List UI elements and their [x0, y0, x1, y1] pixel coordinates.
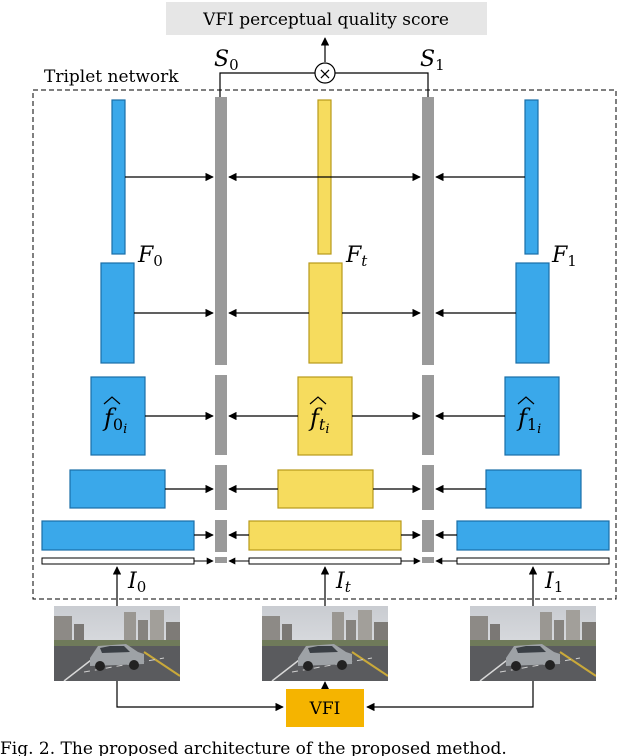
gray-bar-left [215, 97, 227, 563]
triplet-network-box [32, 89, 617, 600]
right-block-3 [504, 376, 560, 456]
left-block-5 [41, 520, 195, 551]
middle-block-2 [308, 262, 343, 364]
f0-label: F0 [137, 243, 163, 270]
vfi-label: VFI [309, 699, 341, 719]
multiply-symbol: × [318, 64, 331, 83]
frame-it-image [262, 606, 388, 681]
left-column [41, 99, 195, 565]
quality-score-box: VFI perceptual quality score [166, 2, 487, 35]
right-block-5 [456, 520, 610, 551]
vfi-input-left-arrow [116, 681, 284, 712]
s1-label: S1 [420, 47, 445, 74]
vfi-input-right-arrow [366, 681, 534, 712]
right-column [456, 99, 610, 565]
i0-label: I0 [127, 569, 146, 596]
frame-i0-image [54, 606, 180, 681]
it-label: It [335, 569, 352, 596]
i1-label: I1 [544, 569, 563, 596]
middle-block-4 [277, 469, 374, 509]
s0-connector [219, 72, 315, 97]
figure-caption: Fig. 2. The proposed architecture of the… [0, 739, 507, 756]
multiply-node: × [314, 62, 336, 84]
middle-block-5 [248, 520, 402, 551]
quality-score-label: VFI perceptual quality score [202, 10, 449, 30]
right-block-4 [485, 469, 582, 509]
left-block-1 [111, 99, 126, 255]
right-input-bar [456, 557, 610, 565]
middle-column [248, 99, 402, 565]
middle-input-bar [248, 557, 402, 565]
left-block-3 [90, 376, 146, 456]
left-block-2 [100, 262, 135, 364]
vfi-box: VFI [286, 689, 364, 727]
s1-connector [335, 72, 429, 97]
input-arrows [112, 566, 538, 606]
left-input-bar [41, 557, 195, 565]
f1-label: F1 [551, 243, 577, 270]
left-block-4 [69, 469, 166, 509]
frame-i1-image [470, 606, 596, 681]
s0-label: S0 [214, 47, 239, 74]
ft-label: Ft [345, 243, 368, 270]
gray-bar-right [422, 97, 434, 563]
triplet-network-label: Triplet network [44, 67, 179, 87]
right-block-1 [524, 99, 539, 255]
right-block-2 [515, 262, 550, 364]
